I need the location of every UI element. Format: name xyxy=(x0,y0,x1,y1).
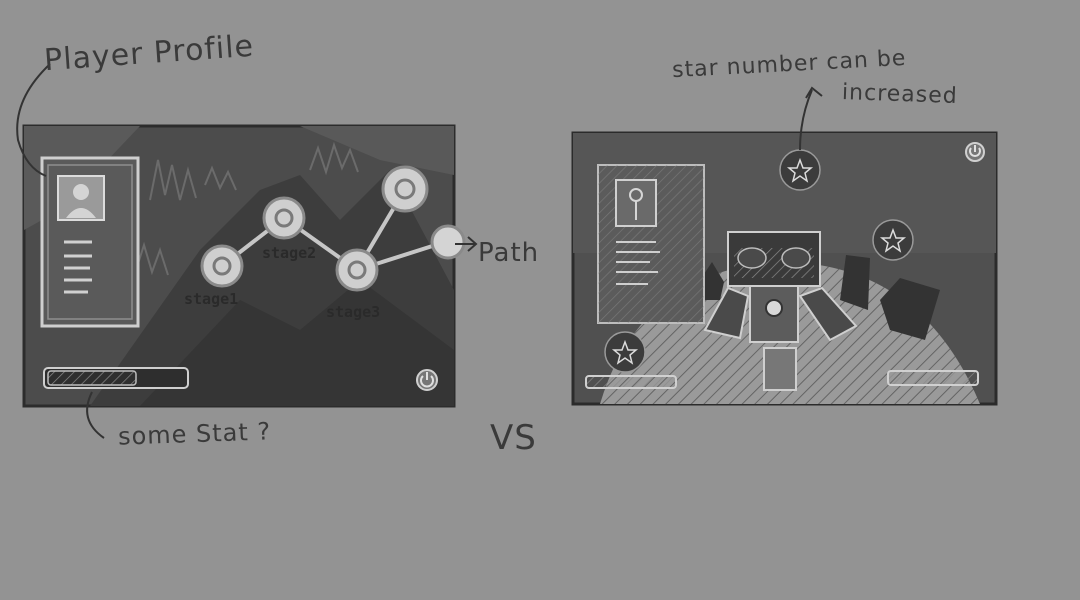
stage-node-2[interactable] xyxy=(262,196,306,240)
stat-bar-right xyxy=(887,370,979,386)
star-icon[interactable] xyxy=(779,149,821,191)
power-icon[interactable] xyxy=(965,142,985,162)
vs-label: VS xyxy=(490,418,537,458)
stat-bar xyxy=(43,367,189,389)
annotation-arrows-left xyxy=(16,63,478,439)
annotation-arrow-right xyxy=(799,86,823,151)
stage-label-2: stage2 xyxy=(262,244,317,262)
player-profile-panel[interactable] xyxy=(40,156,140,328)
player-profile-panel-right[interactable] xyxy=(597,164,705,324)
stage-node-5[interactable] xyxy=(430,224,466,260)
stage-node-4[interactable] xyxy=(381,165,429,213)
battle-mockup xyxy=(571,131,998,406)
stat-bar-left xyxy=(585,375,677,389)
some-stat-note: some Stat ? xyxy=(117,417,272,451)
stage-label-1: stage1 xyxy=(184,290,239,308)
star-icon[interactable] xyxy=(604,331,646,373)
robot-character xyxy=(703,231,858,391)
power-icon[interactable] xyxy=(416,369,438,391)
stage-map-mockup xyxy=(22,124,466,408)
stage-node-3[interactable] xyxy=(335,248,379,292)
stage-node-1[interactable] xyxy=(200,244,244,288)
city-silhouette xyxy=(700,255,940,340)
profile-stat-lines xyxy=(64,240,92,294)
star-icon[interactable] xyxy=(872,219,914,261)
stage-label-3: stage3 xyxy=(326,303,381,321)
star-number-note-line2: increased xyxy=(841,79,959,110)
avatar-icon xyxy=(615,179,657,227)
path-note: Path xyxy=(478,238,540,268)
profile-stat-lines-right xyxy=(616,241,660,285)
avatar-icon xyxy=(57,175,105,221)
